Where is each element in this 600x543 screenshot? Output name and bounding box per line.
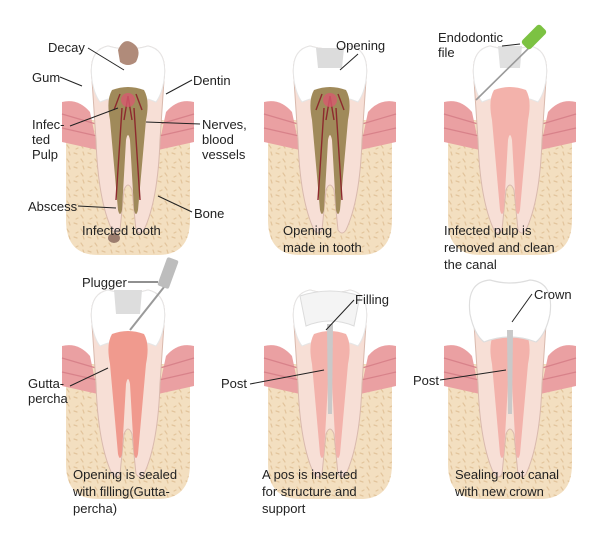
gum-lines: [61, 113, 195, 137]
gum-left: [62, 101, 98, 150]
panel-1-caption: Infected tooth: [82, 223, 161, 238]
dentin-leader: [165, 79, 193, 95]
dentin-label: Dentin: [193, 73, 231, 88]
crown: [468, 279, 552, 343]
infection-spot: [121, 93, 135, 107]
endodontic-file-label: Endodontic file: [438, 30, 504, 60]
panel-5-caption: A pos is inserted for structure and supp…: [262, 467, 358, 516]
pulp-canal: [310, 331, 350, 458]
panel-4-caption: Opening is sealed with filling(Gutta- pe…: [73, 467, 178, 516]
post-label-panel-5: Post: [221, 376, 248, 391]
panel-6-caption: Sealing root canal with new crown: [455, 467, 560, 499]
tooth-panel-4: [61, 289, 195, 499]
crown-label: Crown: [534, 287, 572, 302]
gutta-percha-leader: [69, 367, 109, 387]
gum-left: [264, 101, 300, 150]
gum-lines: [263, 113, 397, 137]
gum-lines: [263, 357, 397, 381]
enamel: [292, 45, 368, 103]
gum-left: [62, 345, 98, 394]
plugger-shaft: [129, 281, 169, 331]
gum-left: [444, 101, 480, 150]
gum-left: [444, 345, 480, 394]
gum-label: Gum: [32, 70, 61, 85]
pulp-canal: [310, 87, 350, 214]
panel-3-caption: Infected pulp is removed and clean the c…: [444, 223, 555, 272]
opening-hole: [316, 48, 344, 68]
gum-right: [360, 345, 396, 394]
opening-hole: [498, 46, 522, 68]
gum-right: [360, 101, 396, 150]
infected-pulp-label: Infec- ted Pulp: [32, 117, 65, 162]
tooth-panel-5: [263, 289, 397, 499]
bone-leader: [157, 195, 193, 213]
filling-leader: [325, 299, 355, 331]
crown-leader: [511, 293, 533, 323]
abscess: [108, 233, 120, 243]
infected-pulp-leader: [69, 107, 119, 127]
post: [507, 330, 513, 414]
gum-leader: [59, 76, 83, 87]
post-leader-6: [439, 369, 507, 381]
bone-label: Bone: [194, 206, 225, 221]
filling: [299, 290, 361, 327]
gum-right: [158, 345, 194, 394]
tooth-panel-6: [443, 279, 577, 499]
nerves-leader: [145, 121, 201, 125]
nerves-blood-vessels-label: Nerves, blood vessels: [202, 117, 247, 162]
tooth-panel-3: [443, 45, 577, 255]
gum-right: [158, 101, 194, 150]
nerves: [315, 93, 345, 201]
gum-right: [540, 101, 576, 150]
plugger-label: Plugger: [82, 275, 127, 290]
pulp-canal: [490, 331, 530, 458]
gum-lines: [61, 357, 195, 381]
gum-right: [540, 345, 576, 394]
enamel: [90, 289, 166, 347]
opening-leader: [339, 53, 359, 71]
pulp-canal: [108, 331, 148, 458]
nerves: [113, 93, 143, 201]
endodontic-file-shaft: [475, 41, 536, 101]
opening-hole: [114, 290, 142, 314]
abscess-label: Abscess: [28, 199, 78, 214]
plugger-handle: [157, 257, 179, 289]
tooth-panel-1: [61, 41, 195, 255]
abscess-leader: [77, 205, 117, 209]
decay-label: Decay: [48, 40, 85, 55]
gum-lines: [443, 357, 577, 381]
infection-spot: [323, 93, 337, 107]
panel-2-caption: Opening made in tooth: [283, 223, 362, 255]
pulp-canal: [490, 87, 530, 214]
decay-leader: [87, 47, 125, 71]
gum-lines: [443, 113, 577, 137]
pulp-canal: [108, 87, 148, 214]
post: [327, 324, 333, 414]
gum-left: [264, 345, 300, 394]
tooth-panel-2: [263, 45, 397, 255]
post-leader-5: [249, 369, 325, 385]
gutta-percha-label: Gutta- percha: [28, 376, 68, 406]
decay-spot: [118, 41, 139, 65]
opening-label: Opening: [336, 38, 386, 53]
enamel: [90, 45, 166, 103]
post-label-panel-6: Post: [413, 373, 440, 388]
endodontic-file-handle: [521, 24, 547, 50]
filling-label: Filling: [355, 292, 389, 307]
endodontic-file-leader: [501, 43, 521, 47]
enamel: [472, 45, 548, 103]
